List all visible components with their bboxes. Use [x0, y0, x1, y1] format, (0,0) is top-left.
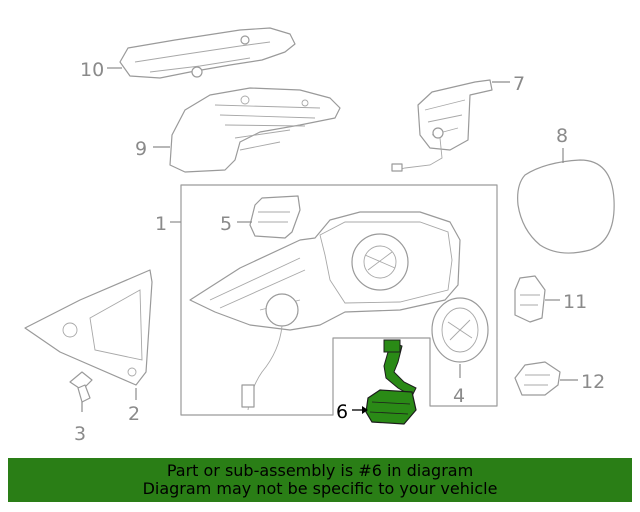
- callout-10: 10: [80, 59, 104, 81]
- part-3-screw: [69, 371, 93, 403]
- part-5-actuator: [249, 195, 301, 239]
- part-11-connector: [514, 275, 546, 323]
- part-12-sensor: [514, 361, 561, 396]
- callout-5: 5: [220, 213, 232, 235]
- callout-9: 9: [135, 138, 147, 160]
- parts-diagram: 10 9 7 8 1 5: [24, 27, 615, 445]
- callout-1: 1: [155, 213, 167, 235]
- callout-4: 4: [453, 385, 465, 407]
- callout-11: 11: [563, 291, 587, 313]
- info-banner: Part or sub-assembly is #6 in diagram Di…: [8, 458, 632, 502]
- part-9-mirror-cover: [169, 87, 341, 173]
- callout-3: 3: [74, 423, 86, 445]
- part-10-turn-signal: [119, 27, 296, 79]
- part-4-motor: [431, 297, 489, 363]
- callout-8: 8: [556, 125, 568, 147]
- callout-7: 7: [513, 73, 525, 95]
- banner-line-1: Part or sub-assembly is #6 in diagram: [166, 461, 474, 480]
- part-2-trim-panel: [24, 269, 153, 386]
- banner-line-2: Diagram may not be specific to your vehi…: [142, 479, 498, 498]
- callout-6: 6: [336, 401, 348, 423]
- part-8-mirror-glass: [517, 159, 615, 254]
- callout-2: 2: [128, 403, 140, 425]
- part-6-highlighted: [365, 339, 417, 425]
- assembly-frame: [180, 184, 498, 416]
- callout-12: 12: [581, 371, 605, 393]
- part-7-bracket: [391, 79, 493, 172]
- mirror-housing: [189, 211, 461, 411]
